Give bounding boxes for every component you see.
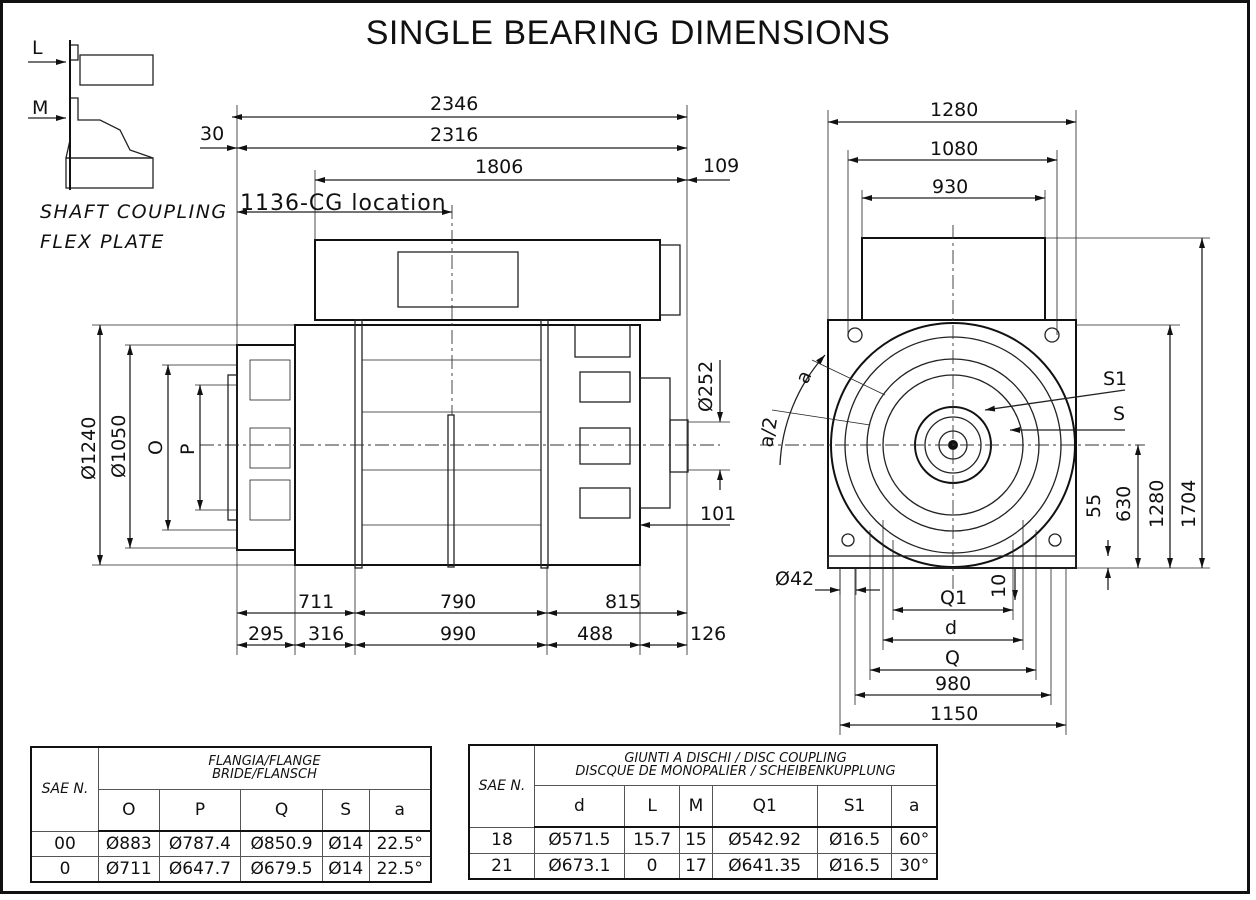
dim-dia-42: Ø42 (775, 568, 814, 590)
sae-header: SAE N. (30, 746, 99, 832)
col-header: Q (240, 788, 323, 832)
dim-711: 711 (298, 591, 334, 613)
col-header: a (368, 788, 432, 832)
cell: 60° (891, 826, 938, 854)
cell: Ø14 (321, 830, 370, 857)
col-header: S (321, 788, 370, 832)
cell: 22.5° (368, 830, 432, 857)
dim-h-630: 630 (1113, 486, 1135, 522)
label-q: Q (945, 647, 960, 669)
sae-header: SAE N. (468, 744, 535, 828)
label-p: P (177, 444, 199, 455)
dim-dia-252: Ø252 (695, 361, 717, 412)
table-row: 18 Ø571.5 15.7 15 Ø542.92 Ø16.5 60° (468, 826, 938, 854)
dim-2316: 2316 (430, 124, 478, 146)
label-q1: Q1 (940, 587, 967, 609)
side-view (200, 205, 720, 569)
label-l: L (32, 37, 43, 59)
cell: Ø673.1 (534, 852, 625, 880)
cell: Ø16.5 (816, 826, 893, 854)
cg-location: 1136-CG location (240, 191, 447, 216)
dim-488: 488 (577, 623, 613, 645)
dim-1806: 1806 (475, 156, 523, 178)
table-row: 00 Ø883 Ø787.4 Ø850.9 Ø14 22.5° (30, 830, 432, 857)
col-header: a (891, 784, 938, 828)
dim-dia-1240: Ø1240 (78, 417, 100, 480)
front-view-dimensions: 1280 1080 930 a a/2 S1 S 55 630 1280 170… (755, 99, 1210, 735)
cell: Ø679.5 (240, 856, 323, 883)
label-a-half: a/2 (755, 415, 782, 449)
dim-790: 790 (440, 591, 476, 613)
cell: 00 (30, 830, 99, 857)
coupling-title-1: GIUNTI A DISCHI / DISC COUPLING (624, 751, 847, 767)
table-row: 21 Ø673.1 0 17 Ø641.35 Ø16.5 30° (468, 852, 938, 880)
dim-30: 30 (200, 123, 224, 145)
front-view (760, 225, 1145, 600)
dim-h-1280: 1280 (1146, 480, 1168, 528)
cell: 17 (679, 852, 713, 880)
col-header: d (534, 784, 625, 828)
shaft-coupling-inset: L M SHAFT COUPLING FLEX PLATE (28, 37, 228, 253)
cell: 15 (679, 826, 713, 854)
dim-109: 109 (703, 155, 739, 177)
cell: Ø647.7 (158, 856, 242, 883)
dim-101: 101 (700, 503, 736, 525)
dim-980: 980 (935, 673, 971, 695)
drawing-title: SINGLE BEARING DIMENSIONS (365, 14, 891, 52)
cell: Ø14 (321, 856, 370, 883)
cell: Ø883 (98, 830, 160, 857)
cell: 18 (468, 826, 535, 854)
dim-10: 10 (988, 574, 1010, 598)
flange-title-2: BRIDE/FLANSCH (212, 767, 317, 783)
flange-title-1: FLANGIA/FLANGE (208, 754, 321, 770)
label-o: O (145, 440, 167, 455)
dim-2346: 2346 (430, 93, 478, 115)
caption-shaft-coupling: SHAFT COUPLING (40, 201, 228, 223)
cell: 0 (30, 856, 99, 883)
cell: Ø787.4 (158, 830, 242, 857)
label-m: M (32, 97, 48, 119)
cell: 30° (891, 852, 938, 880)
cell: Ø542.92 (711, 826, 818, 854)
col-header: O (98, 788, 160, 832)
col-header: Q1 (711, 784, 818, 828)
label-s: S (1113, 403, 1125, 425)
dim-1150: 1150 (930, 703, 978, 725)
cell: 0 (623, 852, 681, 880)
cell: 15.7 (623, 826, 681, 854)
cell: Ø16.5 (816, 852, 893, 880)
dim-h-1704: 1704 (1178, 480, 1200, 528)
cell: 21 (468, 852, 535, 880)
dim-126: 126 (690, 623, 726, 645)
label-s1: S1 (1103, 368, 1127, 390)
dim-990: 990 (440, 623, 476, 645)
dim-width-1280: 1280 (930, 99, 978, 121)
cell: Ø571.5 (534, 826, 625, 854)
dim-dia-1050: Ø1050 (108, 415, 130, 478)
dim-815: 815 (605, 591, 641, 613)
dim-width-1080: 1080 (930, 138, 978, 160)
label-d: d (945, 617, 957, 639)
caption-flex-plate: FLEX PLATE (40, 231, 165, 253)
table-row: 0 Ø711 Ø647.7 Ø679.5 Ø14 22.5° (30, 856, 432, 883)
cell: 22.5° (368, 856, 432, 883)
col-header: P (158, 788, 242, 832)
dim-h-55: 55 (1083, 494, 1105, 518)
side-view-dimensions: 2346 30 2316 1806 109 1136-CG location Ø… (78, 93, 739, 655)
col-header: S1 (816, 784, 893, 828)
coupling-title-2: DISCQUE DE MONOPALIER / SCHEIBENKUPPLUNG (575, 764, 896, 780)
dim-295: 295 (248, 623, 284, 645)
col-header: L (623, 784, 681, 828)
cell: Ø711 (98, 856, 160, 883)
cell: Ø850.9 (240, 830, 323, 857)
dim-316: 316 (308, 623, 344, 645)
cell: Ø641.35 (711, 852, 818, 880)
dim-width-930: 930 (932, 176, 968, 198)
col-header: M (679, 784, 713, 828)
